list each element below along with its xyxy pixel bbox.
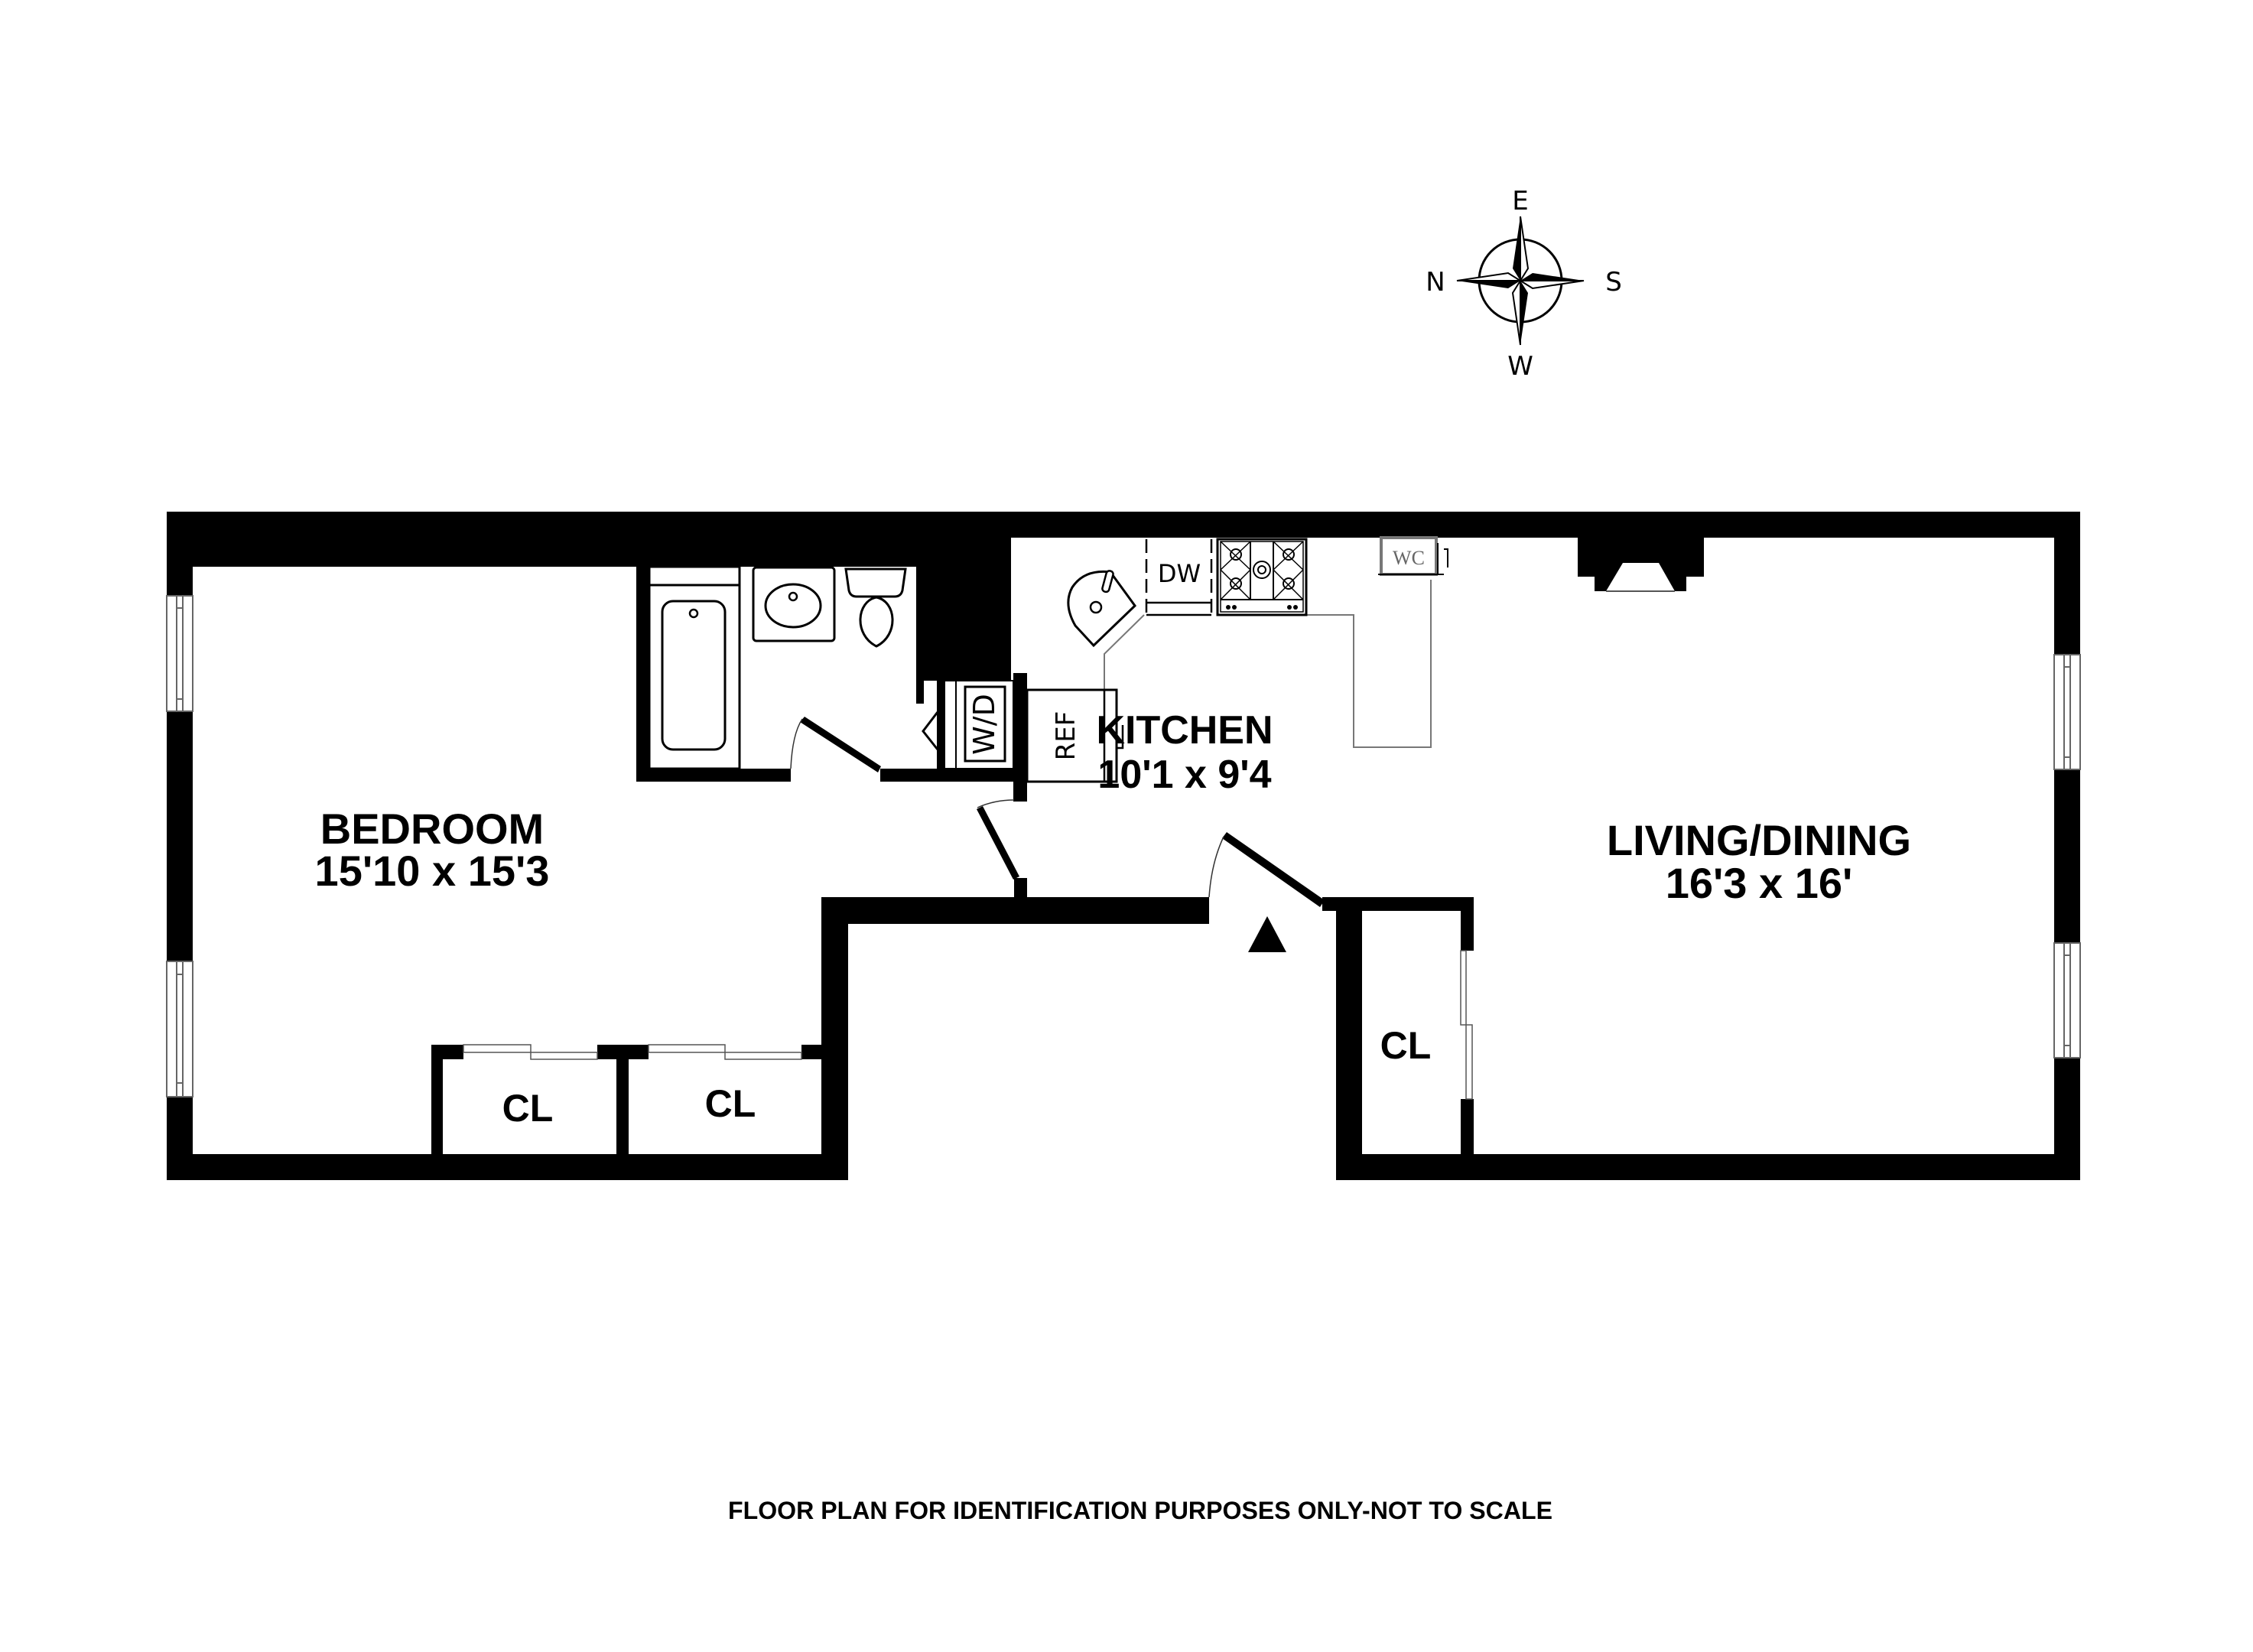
bedroom-closets: CL CL	[431, 1044, 824, 1159]
kitchen: DW	[1026, 536, 1448, 797]
bathroom	[648, 565, 907, 772]
toilet-icon	[844, 567, 907, 648]
bedroom-dimensions: 15'10 x 15'3	[315, 847, 550, 895]
window-living-upper	[2053, 654, 2081, 770]
compass-south-label: S	[1605, 267, 1622, 298]
wc-label: WC	[1393, 547, 1425, 569]
bath-door[interactable]	[790, 717, 881, 772]
stove-range-icon	[1216, 538, 1308, 616]
compass-north-label: N	[1426, 267, 1445, 298]
living-dimensions: 16'3 x 16'	[1666, 859, 1853, 907]
closet-2-label: CL	[705, 1082, 756, 1125]
living-name: LIVING/DINING	[1607, 816, 1911, 864]
disclaimer-text: FLOOR PLAN FOR IDENTIFICATION PURPOSES O…	[728, 1497, 1552, 1524]
compass-west-label: W	[1507, 351, 1533, 382]
bifold-door-icon[interactable]	[922, 711, 939, 750]
windows	[166, 595, 2081, 1098]
dishwasher-label: DW	[1158, 559, 1201, 588]
window-bedroom-lower	[166, 961, 193, 1098]
refrigerator-label: REF	[1051, 711, 1081, 761]
entry-arrow-icon	[1248, 916, 1286, 952]
wc-icon: WC	[1378, 536, 1448, 576]
dishwasher-icon: DW	[1145, 539, 1213, 616]
kitchen-dimensions: 10'1 x 9'4	[1097, 753, 1271, 797]
washer-dryer-closet: W/D	[922, 680, 1014, 769]
kitchen-sink-icon	[1067, 570, 1136, 648]
sliding-door-closet-2[interactable]	[648, 1044, 802, 1060]
bedroom-name: BEDROOM	[320, 805, 544, 853]
window-living-lower	[2053, 942, 2081, 1059]
sliding-door-closet-1[interactable]	[463, 1044, 598, 1060]
kitchen-name: KITCHEN	[1096, 708, 1273, 753]
living-closet: CL	[1336, 897, 1474, 1100]
walls	[167, 512, 2080, 1180]
compass-east-label: E	[1512, 186, 1528, 216]
washer-dryer-label: W/D	[967, 694, 1001, 755]
compass-rose-icon: E W N S	[1426, 186, 1622, 382]
bathtub-icon	[648, 565, 741, 770]
vanity-sink-icon	[752, 566, 836, 642]
refrigerator-icon: REF	[1026, 688, 1124, 783]
hall-door[interactable]	[977, 799, 1019, 880]
closet-1-label: CL	[502, 1087, 554, 1130]
closet-3-label: CL	[1380, 1024, 1432, 1067]
window-bedroom-upper	[166, 595, 193, 712]
entry-door[interactable]	[1208, 832, 1325, 907]
sliding-door-closet-3[interactable]	[1460, 950, 1473, 1100]
